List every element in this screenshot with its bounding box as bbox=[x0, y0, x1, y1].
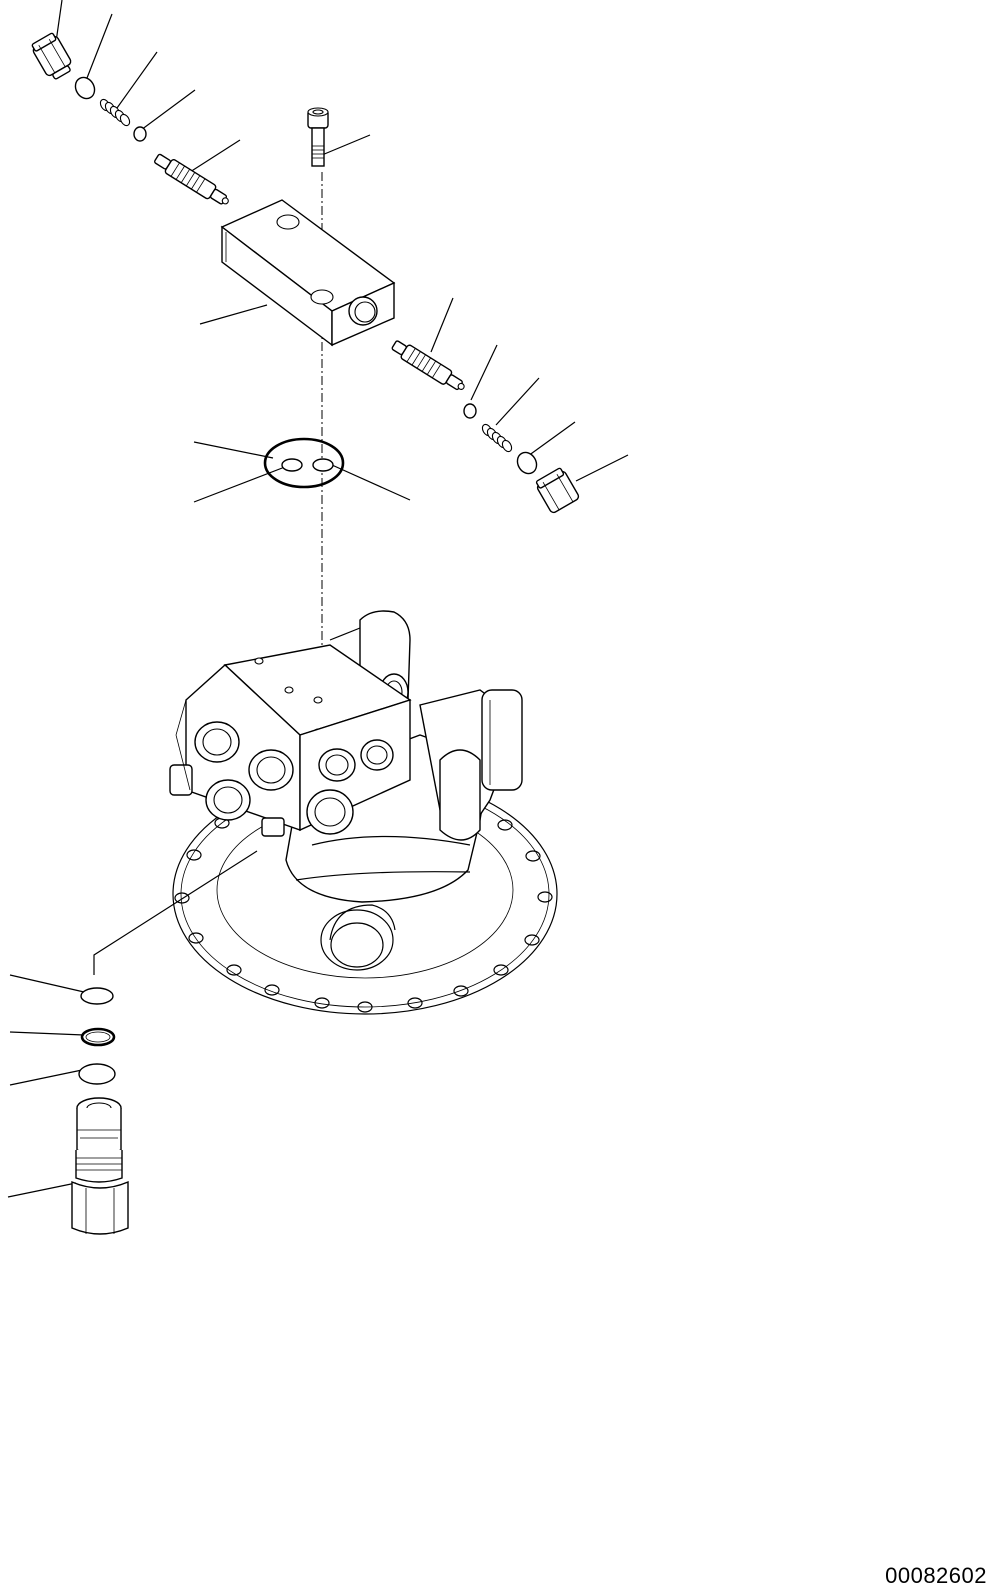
leader-line bbox=[7, 1182, 77, 1198]
leader-line bbox=[470, 344, 498, 401]
ball-icon bbox=[133, 126, 147, 142]
spring-icon bbox=[99, 98, 131, 127]
leader-line bbox=[193, 464, 291, 503]
leader-line bbox=[86, 13, 113, 79]
leader-line bbox=[55, 0, 63, 43]
spool-icon bbox=[391, 340, 465, 391]
leader-line bbox=[331, 464, 411, 501]
leader-line bbox=[527, 421, 576, 457]
leader-line bbox=[193, 441, 274, 459]
leader-line bbox=[9, 1069, 83, 1086]
bolt-icon bbox=[307, 107, 329, 167]
o-ring-icon bbox=[74, 76, 96, 100]
plug-icon bbox=[31, 32, 72, 80]
ball-icon bbox=[463, 403, 477, 419]
leader-line bbox=[575, 454, 629, 482]
leader-lines bbox=[7, 0, 629, 1198]
leader-line bbox=[199, 304, 268, 325]
o-ring-icon bbox=[80, 987, 114, 1005]
backup-ring-icon bbox=[80, 1027, 116, 1047]
leader-line bbox=[140, 89, 196, 131]
o-ring-icon bbox=[516, 451, 538, 475]
leader-line bbox=[430, 297, 454, 353]
leader-line bbox=[321, 134, 371, 156]
leader-line bbox=[189, 139, 241, 173]
drawing-number: 00082602 bbox=[885, 1563, 987, 1588]
o-ring-icon bbox=[78, 1063, 116, 1085]
leader-line bbox=[93, 850, 258, 975]
leader-line bbox=[9, 974, 85, 993]
valve-block-icon bbox=[220, 199, 396, 347]
leader-line bbox=[495, 377, 540, 426]
plug-icon bbox=[535, 467, 580, 514]
motor-icon bbox=[169, 610, 558, 1015]
spool-icon bbox=[154, 153, 229, 205]
spring-icon bbox=[481, 423, 513, 453]
cartridge-icon bbox=[71, 1097, 129, 1235]
leader-line bbox=[116, 51, 158, 109]
gasket-icon bbox=[263, 437, 345, 489]
leader-line bbox=[9, 1031, 85, 1036]
